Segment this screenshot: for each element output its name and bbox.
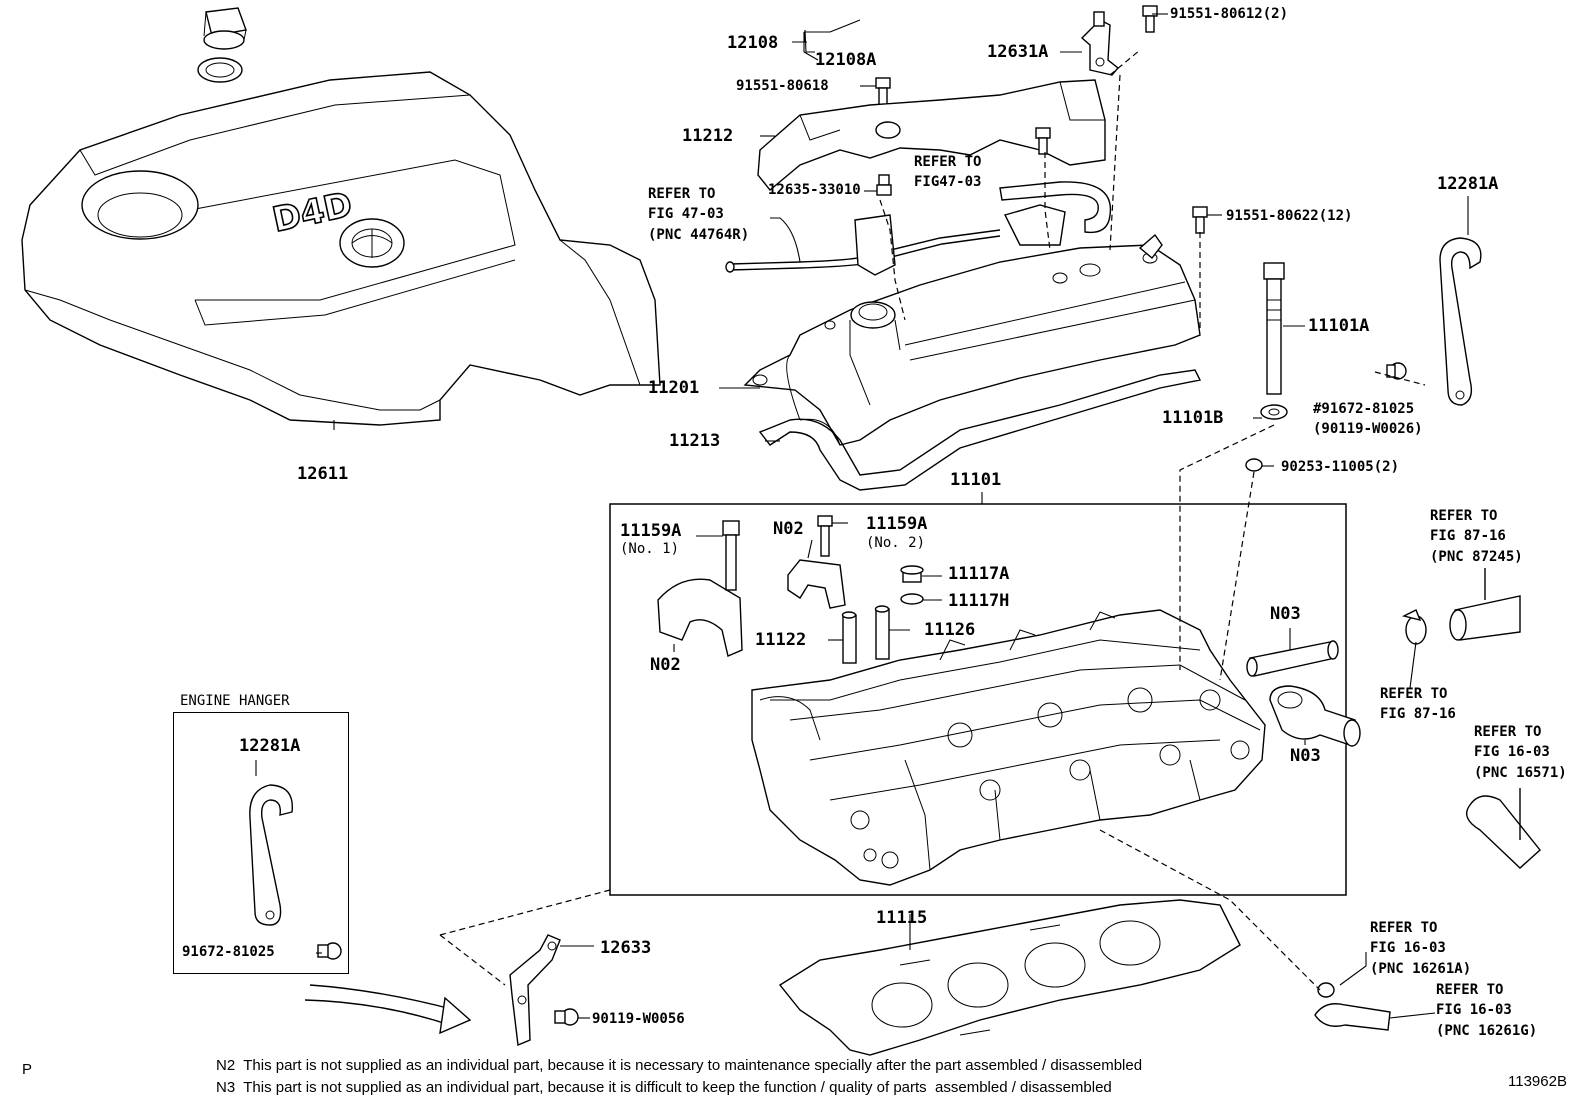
refer-fig47-03-a: REFER TO FIG47-03 [914, 154, 982, 191]
refer-fig16-03-b: REFER TO FIG 16-03 (PNC 16261A) [1370, 920, 1472, 977]
refer-fig47-03-b: REFER TO FIG 47-03 (PNC 44764R) [648, 186, 750, 243]
cylinder-head-group-box [609, 503, 1347, 896]
hose-16261 [1314, 982, 1391, 1031]
bolt-11159a-no2 [817, 515, 833, 557]
label-11159a-no1: 11159A [620, 521, 682, 541]
plug-90253-11005 [1245, 458, 1263, 472]
union-n03-a [1246, 640, 1339, 677]
label-11117a: 11117A [948, 564, 1010, 584]
refer-fig87-16-a: REFER TO FIG 87-16 (PNC 87245) [1430, 508, 1523, 565]
head-bolt-11101a [1263, 262, 1285, 395]
cylinder-head-11101 [751, 609, 1266, 886]
label-engine-hanger: ENGINE HANGER [180, 693, 290, 709]
figure-id: 113962B [1508, 1073, 1567, 1090]
bearing-cap-no1 [657, 578, 743, 657]
engine-hanger-12281a [1439, 237, 1482, 406]
label-11213: 11213 [669, 431, 721, 451]
bolt-upper-center [1035, 127, 1051, 155]
label-12281a-top: 12281A [1437, 174, 1499, 194]
label-11115: 11115 [876, 908, 928, 928]
label-11101: 11101 [950, 470, 1002, 490]
gasket-12108a [197, 57, 243, 83]
plug-11117a [900, 565, 924, 583]
label-n03-b: N03 [1290, 746, 1321, 766]
label-11212: 11212 [682, 126, 734, 146]
label-12611: 12611 [297, 464, 349, 484]
label-90119-w0056: 90119-W0056 [592, 1011, 685, 1027]
label-no2: (No. 2) [866, 535, 926, 551]
head-gasket-11115 [778, 899, 1241, 1056]
label-n02-a: N02 [773, 519, 804, 539]
label-12281a-inset: 12281A [239, 736, 301, 756]
bolt-91551-80622 [1192, 206, 1208, 234]
p-mark: P [22, 1061, 33, 1078]
elbow-n03-b [1269, 685, 1361, 747]
bracket-12631a [1080, 11, 1120, 76]
gasket-11213 [758, 369, 1202, 491]
label-11101a: 11101A [1308, 316, 1370, 336]
cylinder-head-cover-11201 [743, 233, 1201, 446]
note-n2: N2 This part is not supplied as an indiv… [216, 1057, 1143, 1074]
label-no1: (No. 1) [620, 541, 680, 557]
guide-11126 [874, 605, 890, 660]
curved-arrow [304, 984, 472, 1035]
bearing-cap-no2 [787, 559, 846, 609]
label-n03-a: N03 [1270, 604, 1301, 624]
engine-hanger-box [173, 712, 349, 974]
label-12108: 12108 [727, 33, 779, 53]
bolt-91551-80618 [875, 77, 891, 107]
label-11126: 11126 [924, 620, 976, 640]
label-91672-81025-inset: 91672-81025 [182, 944, 275, 960]
refer-fig16-03-a: REFER TO FIG 16-03 (PNC 16571) [1474, 724, 1567, 781]
label-11159a-no2: 11159A [866, 514, 928, 534]
engine-hanger-inset-12281a [249, 784, 294, 926]
engine-cover-12611: D4D [21, 71, 661, 426]
hose-16571 [1466, 788, 1541, 869]
guide-11122 [841, 611, 857, 664]
bolt-91551-80612 [1142, 5, 1158, 33]
oil-filler-cap-12108 [203, 7, 247, 50]
stud-12635-33010 [876, 174, 892, 196]
oil-separator-bracket [854, 181, 1112, 276]
clip-87-16 [1401, 609, 1427, 645]
label-91672-81025-upper: #91672-81025 (90119-W0026) [1313, 401, 1423, 437]
label-91551-80622: 91551-80622(12) [1226, 208, 1353, 224]
bolt-91672-81025-upper [1386, 362, 1407, 380]
bolt-90119-w0056 [554, 1008, 579, 1026]
label-11101b: 11101B [1162, 408, 1224, 428]
note-n3: N3 This part is not supplied as an indiv… [216, 1079, 1112, 1096]
washer-11101b [1260, 404, 1288, 420]
refer-fig87-16-b: REFER TO FIG 87-16 [1380, 686, 1456, 723]
label-91551-80612: 91551-80612(2) [1170, 6, 1289, 22]
label-11201: 11201 [648, 378, 700, 398]
hose-87245 [1449, 568, 1521, 641]
label-91551-80618: 91551-80618 [736, 78, 829, 94]
label-n02-b: N02 [650, 655, 681, 675]
label-12633: 12633 [600, 938, 652, 958]
dashed-alignment-lines [439, 49, 1426, 991]
leader-lines [255, 13, 1469, 1019]
refer-fig16-03-c: REFER TO FIG 16-03 (PNC 16261G) [1436, 982, 1538, 1039]
label-90253-11005: 90253-11005(2) [1281, 459, 1400, 475]
gasket-11117h [900, 593, 924, 605]
bolt-91672-81025-inset [317, 942, 342, 960]
label-11122: 11122 [755, 630, 807, 650]
label-11117h: 11117H [948, 591, 1010, 611]
label-12631a: 12631A [987, 42, 1049, 62]
bolt-11159a-no1 [722, 520, 740, 591]
d4d-emblem: D4D [269, 185, 356, 241]
label-12635-33010: 12635-33010 [768, 182, 861, 198]
label-12108a: 12108A [815, 50, 877, 70]
bracket-12633 [509, 934, 561, 1047]
